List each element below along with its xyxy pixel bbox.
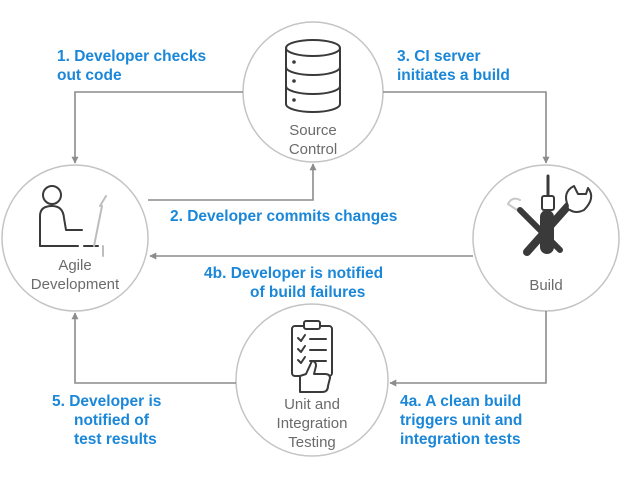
step-4b-line-2: of build failures [250, 284, 366, 301]
step-4b-label: 4b. Developer is notified of build failu… [204, 264, 383, 302]
testing-line-1: Unit and [284, 396, 340, 413]
step-4a-line-2: triggers unit and [400, 412, 523, 429]
build-label: Build [506, 276, 586, 295]
step-2-label: 2. Developer commits changes [170, 207, 397, 226]
arrow-step-2 [148, 163, 317, 201]
testing-label: Unit and Integration Testing [257, 395, 367, 452]
agile-development-line-1: Agile [58, 257, 92, 274]
arrow-step-5 [71, 312, 236, 384]
arrow-step-4a [389, 311, 547, 387]
step-4a-line-1: 4a. A clean build [400, 393, 522, 410]
testing-line-3: Testing [288, 434, 336, 451]
agile-development-label: Agile Development [10, 256, 140, 294]
step-5-label: 5. Developer is notified of test results [52, 392, 161, 449]
testing-line-2: Integration [276, 415, 348, 432]
step-2-line-1: 2. Developer commits changes [170, 208, 398, 225]
step-5-line-3: test results [74, 431, 157, 448]
tools-icon [507, 174, 593, 256]
step-1-line-2: out code [57, 67, 122, 84]
step-3-line-2: initiates a build [397, 67, 510, 84]
source-control-label: Source Control [263, 121, 363, 159]
arrow-step-1 [71, 91, 243, 164]
server-stack-icon [285, 39, 341, 113]
developer-at-desk-icon [39, 185, 107, 257]
arrow-step-3 [383, 91, 550, 164]
source-control-line-2: Control [288, 141, 338, 158]
step-3-label: 3. CI server initiates a build [397, 47, 510, 85]
step-5-line-1: 5. Developer is [52, 393, 162, 410]
checklist-thumbs-up-icon [291, 320, 333, 393]
step-1-line-1: 1. Developer checks [57, 48, 207, 65]
step-4b-line-1: 4b. Developer is notified [204, 265, 384, 282]
step-4a-label: 4a. A clean build triggers unit and inte… [400, 392, 522, 449]
step-1-label: 1. Developer checks out code [57, 47, 206, 85]
agile-development-node [1, 164, 149, 312]
agile-development-line-2: Development [30, 276, 120, 293]
source-control-line-1: Source [289, 122, 337, 139]
step-3-line-1: 3. CI server [397, 48, 481, 65]
build-line-1: Build [529, 277, 563, 294]
step-4a-line-3: integration tests [400, 431, 521, 448]
step-5-line-2: notified of [74, 412, 149, 429]
